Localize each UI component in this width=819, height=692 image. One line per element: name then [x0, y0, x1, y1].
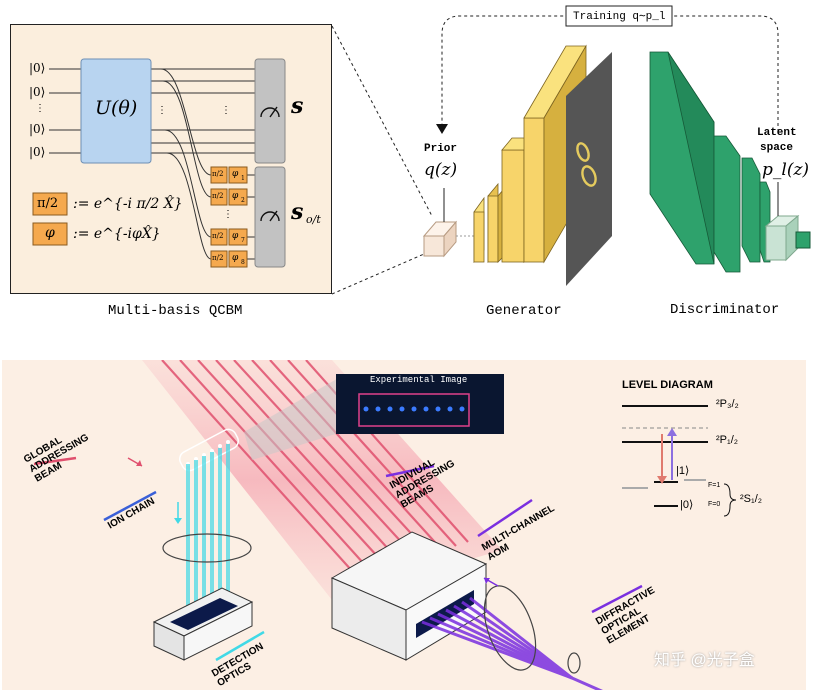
level-s12: ²S₁/₂ — [740, 493, 763, 505]
measure-s-ot-subscript: o/t — [306, 213, 321, 226]
arrow-head-icon — [136, 460, 142, 466]
gate-phi-label: φ — [232, 231, 239, 241]
gate-pi2-label: π/2 — [212, 170, 224, 178]
gate-phi-subscript: 2 — [241, 197, 245, 204]
ket-0-label: |0⟩ — [29, 85, 46, 99]
detection-box — [183, 601, 253, 661]
legend-gate-pi2 — [32, 192, 68, 216]
f0-label: F=0 — [708, 501, 721, 508]
ellipsis-dots: ⋮ — [221, 105, 231, 116]
legend-pi2-text: π/2 — [37, 196, 59, 211]
discriminator-layers — [649, 51, 771, 273]
ellipsis-dots: ⋮ — [35, 103, 45, 114]
ellipsis-dots: ⋮ — [223, 209, 233, 220]
rotation-gates — [210, 166, 248, 268]
gate-phi-label: φ — [232, 169, 239, 179]
individual-beams-marker — [385, 464, 435, 478]
meter-icon — [260, 106, 280, 222]
measure-block-s — [254, 58, 286, 164]
detector-sensor — [170, 598, 238, 630]
prior-block — [423, 235, 445, 257]
generator-caption: Generator — [486, 303, 562, 319]
measure-s-label: s — [291, 93, 304, 119]
gate-pi2-label: π/2 — [212, 232, 224, 240]
highlight-box — [358, 393, 470, 427]
generated-digit-icon — [576, 142, 597, 187]
qcbm-panel: |0⟩ |0⟩ ⋮ |0⟩ |0⟩ ⋮ ⋮ ⋮ U(θ) s s o/t π/2… — [10, 24, 332, 294]
gate-phi-subscript: 1 — [241, 175, 245, 182]
legend-phi-definition: := e^{-iφX̂} — [73, 226, 161, 242]
output-block — [795, 231, 811, 249]
latent-label: space — [760, 142, 794, 154]
watermark: 知乎 @光子盒 — [654, 652, 755, 669]
training-label-box — [565, 5, 673, 27]
training-label: Training q∼p_l — [573, 11, 666, 23]
zoom-line — [331, 25, 433, 217]
doe-marker — [591, 584, 643, 614]
detection-lens — [162, 533, 252, 563]
arrow-head-icon — [484, 578, 490, 584]
experimental-image — [336, 374, 504, 434]
gate-pi2-label: π/2 — [212, 192, 224, 200]
detection-marker — [215, 630, 265, 662]
global-beam-marker — [33, 456, 77, 466]
level-p12: ²P₁/₂ — [716, 434, 739, 446]
gate-phi-label: φ — [232, 191, 239, 201]
prior-math: q(z) — [424, 160, 458, 180]
qubit-wires — [49, 68, 255, 260]
trapped-ion-panel: Experimental Image LEVEL DIAGRAM ²P₃/₂ ²… — [2, 360, 806, 690]
prior-label: Prior — [424, 143, 458, 155]
ion-spots — [363, 406, 465, 412]
f1-label: F=1 — [708, 482, 721, 489]
arrow-head-icon — [436, 124, 448, 134]
unitary-block — [80, 58, 152, 164]
qcbm-caption: Multi-basis QCBM — [108, 303, 243, 319]
gate-phi-subscript: 8 — [241, 259, 245, 266]
level-diagram — [622, 405, 737, 517]
latent-block — [765, 225, 787, 261]
individual-addressing-beams — [421, 596, 603, 690]
ellipsis-dots: ⋮ — [157, 105, 167, 116]
zoom-line — [331, 253, 425, 295]
legend-gate-phi — [32, 222, 68, 246]
aom-marker — [477, 498, 533, 538]
trapped-ion-illustration — [33, 360, 737, 690]
gate-phi-label: φ — [232, 253, 239, 263]
ket-0-label: |0⟩ — [29, 61, 46, 75]
generated-image — [566, 52, 612, 286]
ket-1-label: |1⟩ — [676, 465, 690, 477]
unitary-label: U(θ) — [95, 97, 138, 119]
latent-label: Latent — [757, 127, 797, 139]
focusing-lens — [483, 585, 537, 671]
discriminator-caption: Discriminator — [670, 302, 780, 318]
arrow-head-icon — [174, 518, 182, 524]
prior-block — [443, 220, 457, 258]
gate-phi-subscript: 7 — [241, 237, 245, 244]
gan-diagram — [331, 5, 811, 295]
ion-chain-marker — [103, 490, 157, 522]
measure-s-ot-label: s — [291, 199, 304, 225]
legend-phi-text: φ — [45, 225, 55, 241]
level-diagram-title: LEVEL DIAGRAM — [622, 379, 713, 391]
level-p32: ²P₃/₂ — [716, 398, 739, 410]
legend-pi2-definition: := e^{-i π/2 X̂} — [73, 196, 183, 212]
zoom-wedge — [244, 376, 342, 460]
diffractive-element — [567, 652, 581, 674]
experimental-image-label: Experimental Image — [370, 375, 468, 385]
global-addressing-beam — [161, 360, 469, 583]
gate-pi2-label: π/2 — [212, 254, 224, 262]
detection-beams — [186, 444, 230, 622]
ket-0-label: |0⟩ — [29, 122, 46, 136]
latent-math: p_l(z) — [762, 160, 810, 180]
ket-0-label: |0⟩ — [680, 499, 694, 511]
qcbm-circuit — [32, 58, 286, 268]
measure-block-s-ot — [254, 166, 286, 268]
ket-0-label: |0⟩ — [29, 145, 46, 159]
